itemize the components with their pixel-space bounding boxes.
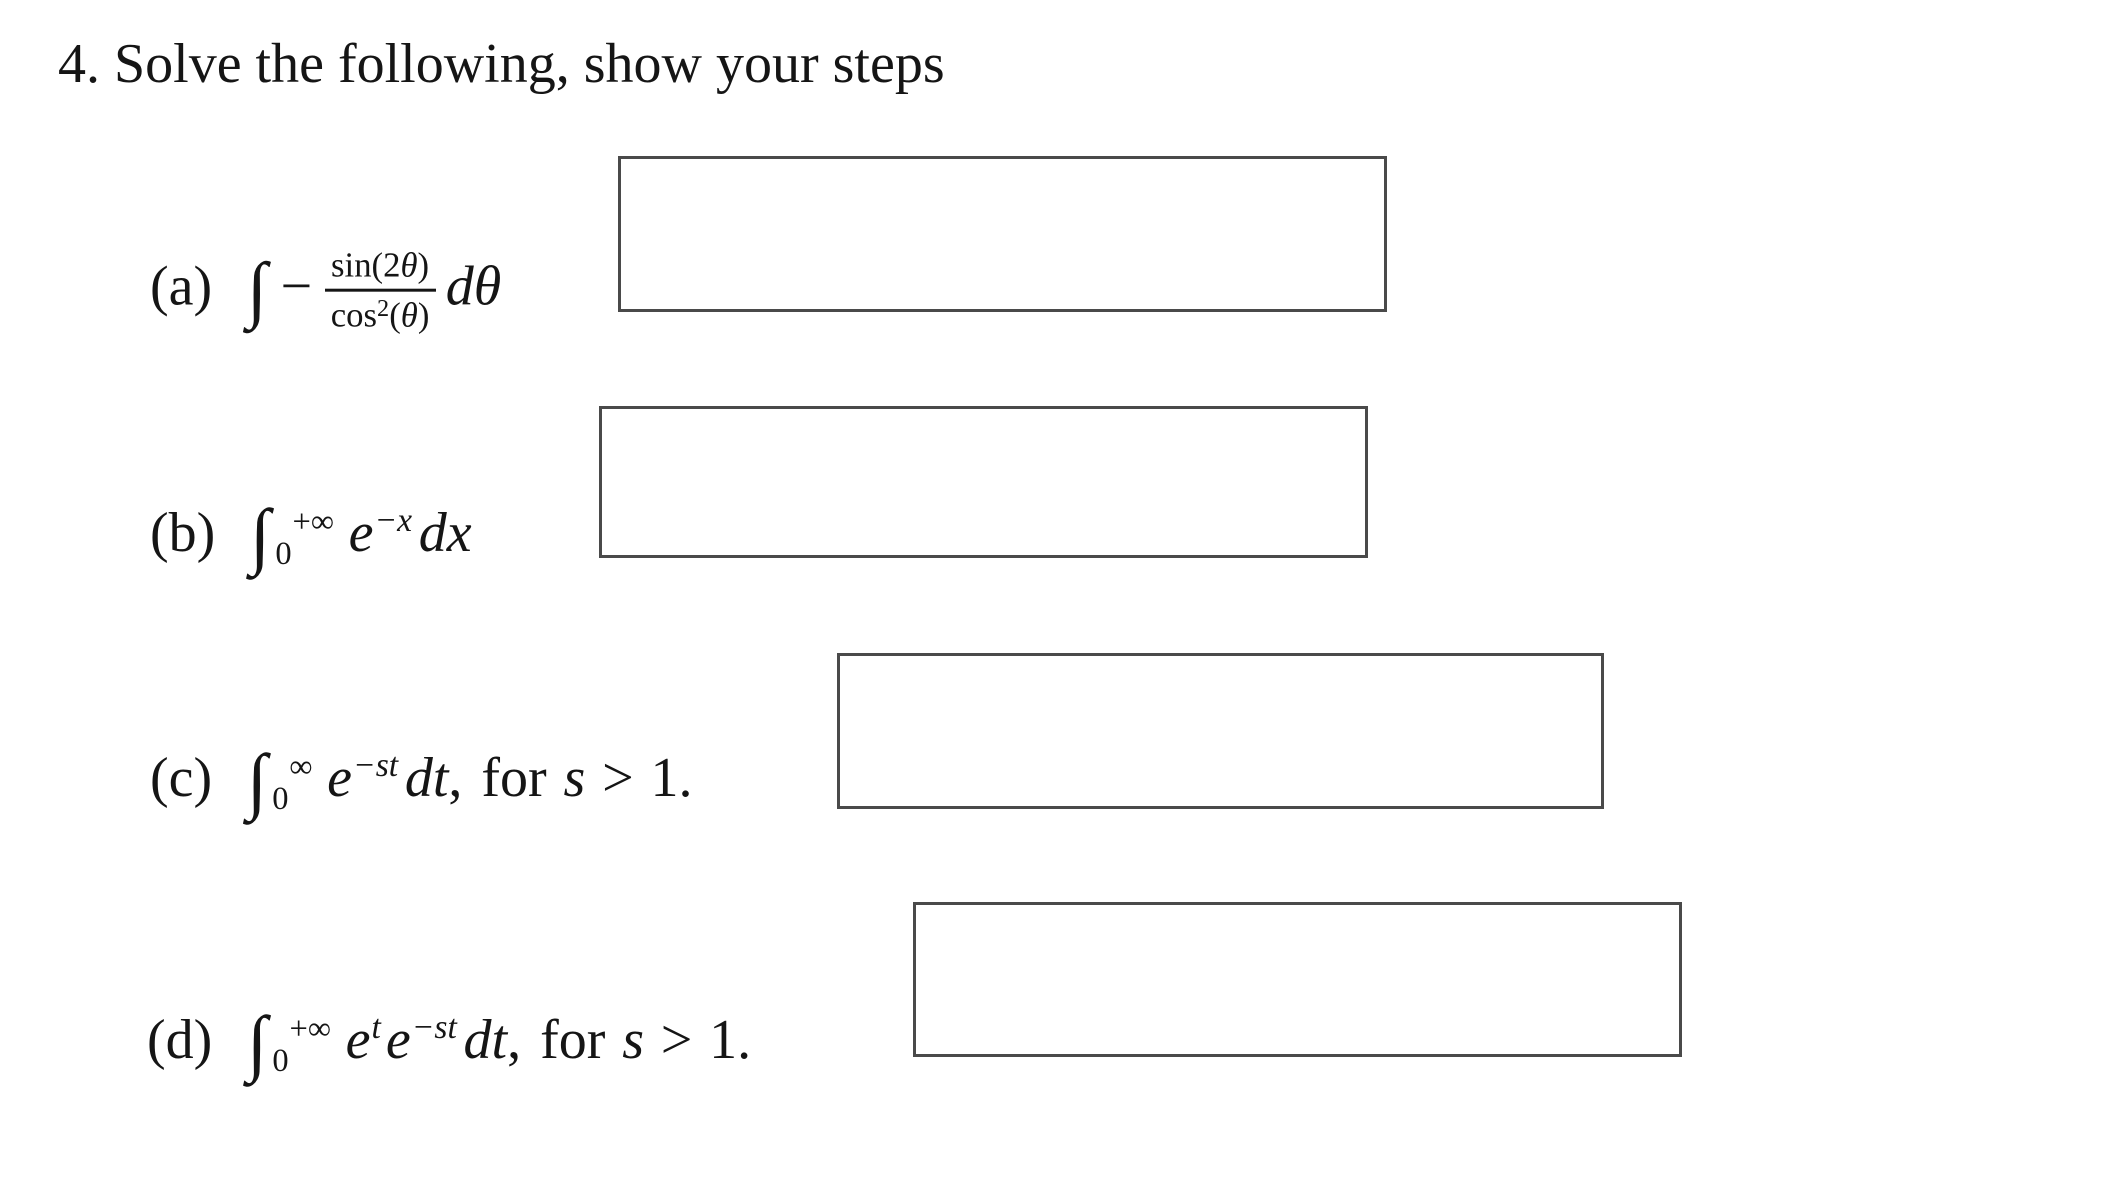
condition-word: for bbox=[481, 746, 547, 809]
differential: dt bbox=[404, 746, 449, 809]
condition-variable: s bbox=[563, 746, 586, 809]
greater-than-sign: > bbox=[660, 1008, 693, 1071]
upper-limit: +∞ bbox=[292, 503, 335, 540]
answer-box-a[interactable] bbox=[618, 156, 1387, 312]
answer-box-c[interactable] bbox=[837, 653, 1604, 809]
fraction-denominator: cos2(θ) bbox=[324, 288, 436, 338]
integral-sign: ∫ bbox=[250, 493, 271, 576]
differential: dx bbox=[418, 501, 472, 564]
condition-variable: s bbox=[622, 1008, 644, 1071]
lower-limit: 0 bbox=[272, 781, 289, 818]
integrand-base-1: e bbox=[345, 1008, 371, 1071]
integral-limits: +∞0 bbox=[275, 503, 335, 573]
problem-a-label: (a) bbox=[150, 255, 213, 318]
integrand-base: e bbox=[327, 746, 353, 809]
integral-sign: ∫ bbox=[247, 1000, 268, 1083]
integral-sign: ∫ bbox=[246, 247, 268, 330]
comma: , bbox=[507, 1008, 522, 1071]
problem-c-label: (c) bbox=[150, 746, 213, 809]
denominator-exponent: 2 bbox=[377, 294, 390, 322]
upper-limit: +∞ bbox=[289, 1010, 332, 1047]
exponent-2: −st bbox=[411, 1009, 457, 1047]
integrand-base: e bbox=[348, 501, 374, 564]
problem-d-label: (d) bbox=[147, 1008, 213, 1071]
differential: dθ bbox=[445, 255, 502, 318]
fraction: sin(2θ)cos2(θ) bbox=[324, 243, 436, 338]
exponent-1: t bbox=[371, 1009, 381, 1047]
comma: , bbox=[448, 746, 463, 809]
condition-value: 1. bbox=[650, 746, 693, 809]
problem-b-label: (b) bbox=[150, 501, 216, 564]
condition-word: for bbox=[540, 1008, 606, 1071]
upper-limit: ∞ bbox=[289, 748, 313, 785]
differential: dt bbox=[463, 1008, 508, 1071]
integral-limits: +∞0 bbox=[272, 1010, 332, 1080]
answer-box-b[interactable] bbox=[599, 406, 1368, 558]
integral-sign: ∫ bbox=[246, 738, 268, 821]
lower-limit: 0 bbox=[275, 536, 292, 573]
minus-sign: − bbox=[280, 255, 313, 318]
exponent: −st bbox=[353, 747, 399, 785]
condition-value: 1. bbox=[709, 1008, 752, 1071]
fraction-numerator: sin(2θ) bbox=[331, 245, 430, 285]
greater-than-sign: > bbox=[602, 746, 634, 809]
page-title: 4. Solve the following, show your steps bbox=[58, 33, 945, 95]
exponent: −x bbox=[374, 502, 413, 540]
integrand-base-2: e bbox=[385, 1008, 411, 1071]
problem-row-a: (a) ∫−sin(2θ)cos2(θ)dθ bbox=[150, 245, 501, 340]
answer-box-d[interactable] bbox=[913, 902, 1682, 1057]
lower-limit: 0 bbox=[272, 1043, 289, 1080]
integral-limits: ∞0 bbox=[272, 748, 313, 818]
